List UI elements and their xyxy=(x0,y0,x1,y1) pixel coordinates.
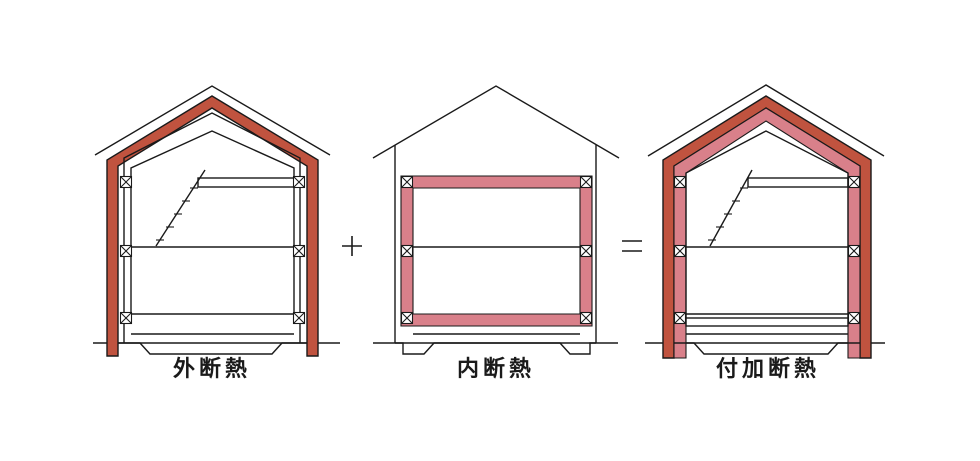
house-inner-insulation xyxy=(372,85,620,355)
post-icon xyxy=(673,244,687,258)
house-outer-insulation xyxy=(93,85,340,357)
equals-icon xyxy=(622,240,642,252)
roof-line xyxy=(372,85,620,159)
loft-floor xyxy=(747,177,849,188)
post-icon xyxy=(119,175,133,189)
inner-insulation-band xyxy=(400,175,593,327)
outer-insulation-band xyxy=(106,95,319,357)
foundation xyxy=(674,342,860,355)
post-icon xyxy=(292,311,306,325)
label-outer-insulation: 外断熱 xyxy=(173,356,251,382)
post-icon xyxy=(292,175,306,189)
label-combined-insulation: 付加断熱 xyxy=(716,356,820,382)
stair xyxy=(155,169,206,247)
post-icon xyxy=(579,244,593,258)
label-inner-insulation: 内断熱 xyxy=(457,356,535,382)
post-icon xyxy=(673,311,687,325)
post-icon xyxy=(400,311,414,325)
post-icon xyxy=(119,311,133,325)
room-outline xyxy=(130,130,295,318)
post-icon xyxy=(579,175,593,189)
post-icon xyxy=(400,244,414,258)
room-outline xyxy=(685,130,849,318)
post-icon xyxy=(579,311,593,325)
house-combined-insulation xyxy=(645,84,885,359)
post-icon xyxy=(847,311,861,325)
loft-floor xyxy=(197,177,295,188)
stair xyxy=(708,169,753,247)
roof-line xyxy=(94,85,331,156)
post-icon xyxy=(847,244,861,258)
foundation xyxy=(395,342,596,355)
foundation xyxy=(118,342,307,355)
post-icon xyxy=(119,244,133,258)
post-icon xyxy=(847,175,861,189)
post-icon xyxy=(400,175,414,189)
roof-line xyxy=(647,84,885,157)
inner-wall xyxy=(123,112,301,343)
post-icon xyxy=(673,175,687,189)
outer-insulation-band xyxy=(662,95,872,359)
floor-band xyxy=(685,317,849,327)
plus-icon xyxy=(342,236,362,256)
post-icon xyxy=(292,244,306,258)
